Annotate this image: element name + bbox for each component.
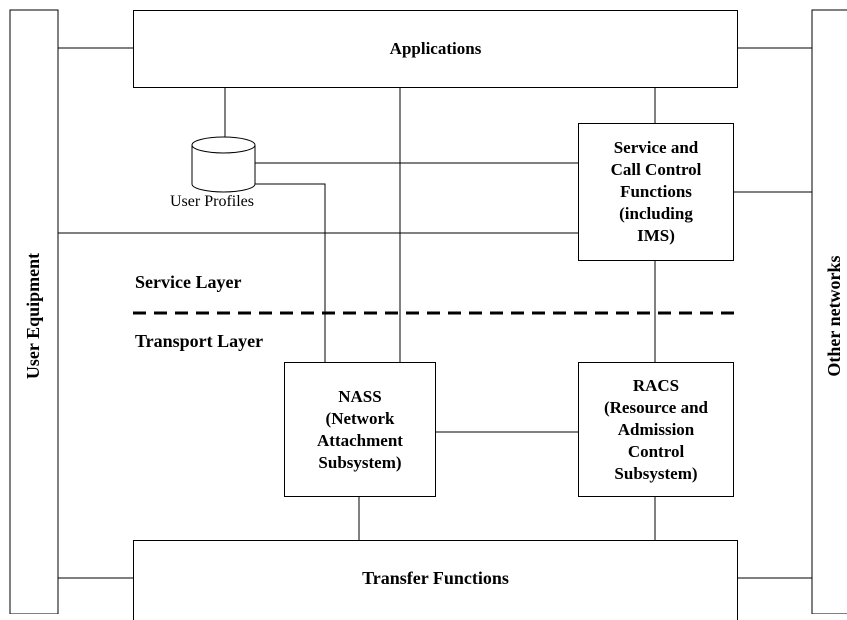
transfer-functions-label: Transfer Functions [362,568,509,588]
other-networks-bar [811,9,847,614]
applications-block: Applications [133,10,738,88]
transfer-functions-block: Transfer Functions [133,540,738,620]
nass-label: NASS (Network Attachment Subsystem) [317,386,403,472]
applications-label: Applications [389,39,482,58]
service-call-control-block: Service and Call Control Functions (incl… [578,123,734,261]
user-profiles-label: User Profiles [170,193,254,210]
service-call-control-label: Service and Call Control Functions (incl… [610,138,702,245]
line-db-nass [255,183,326,362]
transport-layer-label: Transport Layer [135,331,264,351]
user-equipment-bar [9,9,59,614]
nass-block: NASS (Network Attachment Subsystem) [284,362,436,497]
racs-block: RACS (Resource and Admission Control Sub… [578,362,734,497]
user-profiles-database-icon [191,136,256,193]
other-networks-label: Other networks [824,255,844,377]
service-layer-label: Service Layer [135,272,242,292]
racs-label: RACS (Resource and Admission Control Sub… [603,375,709,483]
user-equipment-label: User Equipment [23,252,43,380]
